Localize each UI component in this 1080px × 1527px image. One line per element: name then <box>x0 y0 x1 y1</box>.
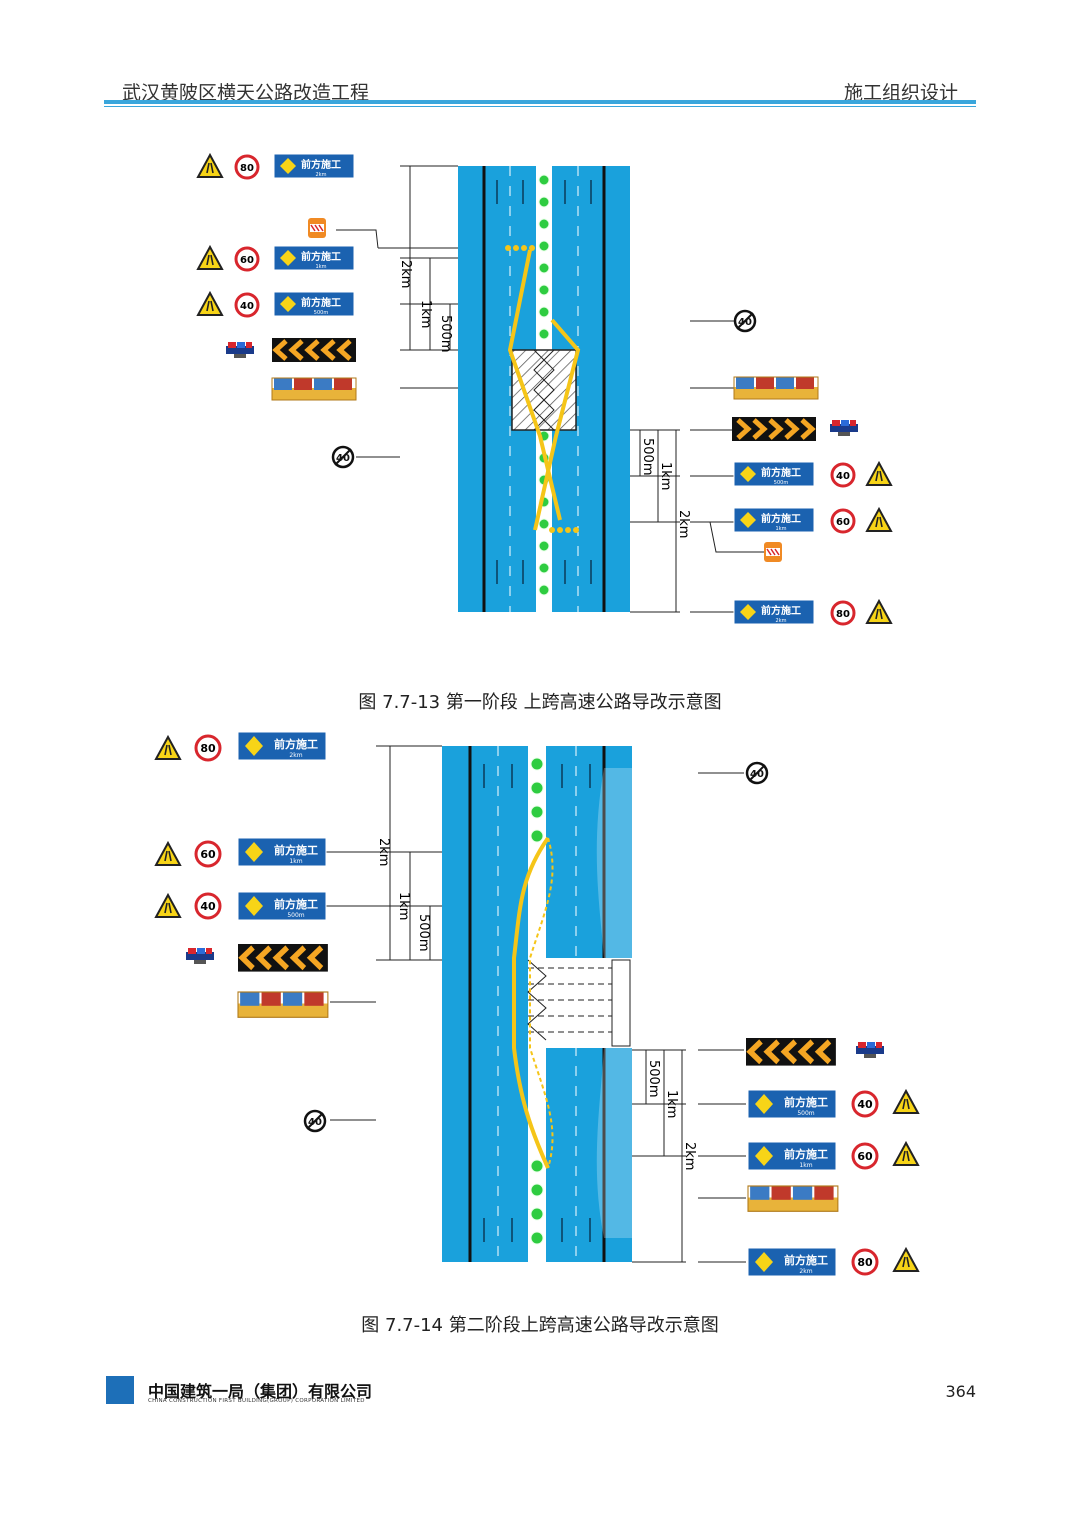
end-speed-limit-icon <box>303 1109 327 1133</box>
dim-label-2km: 2km <box>376 838 391 866</box>
ahead-sign-distance: 2km <box>316 172 327 178</box>
dim-label-2km: 2km <box>676 510 691 538</box>
cone-line-right <box>533 318 581 531</box>
ahead-sign-distance: 500m <box>314 310 329 316</box>
figure2-caption: 图 7.7-14 第二阶段上跨高速公路导改示意图 <box>361 1315 719 1336</box>
dim-label-500m: 500m <box>416 914 431 951</box>
speed-limit-60: 60 <box>857 1150 873 1163</box>
ahead-sign-distance: 2km <box>776 618 787 624</box>
speed-limit-60: 60 <box>836 517 850 528</box>
dim-label-2km: 2km <box>398 260 413 288</box>
ahead-sign-text: 前方施工 <box>761 466 801 479</box>
right-dimension-lines <box>630 320 764 613</box>
document-section-title: 施工组织设计 <box>843 82 958 104</box>
dim-label-1km: 1km <box>418 300 433 328</box>
dim-label-1km: 1km <box>396 892 411 920</box>
warning-triangle-icon <box>197 292 223 316</box>
ahead-sign-distance: 500m <box>287 912 304 919</box>
ahead-sign-text: 前方施工 <box>274 737 318 751</box>
ahead-sign-text: 前方施工 <box>784 1095 828 1109</box>
ahead-sign-distance: 2km <box>799 1268 812 1275</box>
ahead-sign-text: 前方施工 <box>301 158 341 171</box>
ahead-sign-distance: 1km <box>289 858 302 865</box>
warning-triangle-icon <box>866 508 892 532</box>
warning-triangle-icon <box>197 154 223 178</box>
flashing-light-icon <box>830 420 858 436</box>
flashing-light-icon <box>186 948 214 964</box>
warning-triangle-icon <box>155 842 181 866</box>
speed-limit-40: 40 <box>857 1098 873 1111</box>
header-rule <box>104 100 976 104</box>
traffic-drum-icon <box>763 541 783 563</box>
ahead-sign-distance: 1km <box>799 1162 812 1169</box>
dim-label-500m: 500m <box>438 315 453 352</box>
ahead-sign-500m <box>747 1089 837 1119</box>
ahead-sign-distance: 2km <box>289 752 302 759</box>
dim-label-1km: 1km <box>658 462 673 490</box>
ahead-sign-text: 前方施工 <box>301 250 341 263</box>
document-project-title: 武汉黄陂区横天公路改造工程 <box>122 82 370 104</box>
dim-label-1km: 1km <box>664 1090 679 1118</box>
ahead-sign-distance: 1km <box>776 526 787 532</box>
company-name-english: CHINA CONSTRUCTION FIRST BUILDING(GROUP)… <box>148 1398 365 1404</box>
barrier-icon <box>747 1185 839 1212</box>
chevron-left-sign <box>746 1038 836 1066</box>
company-name: 中国建筑一局（集团）有限公司 <box>148 1382 373 1401</box>
page-number: 364 <box>945 1382 976 1401</box>
barrier-icon <box>237 991 329 1018</box>
speed-limit-60: 60 <box>200 848 216 861</box>
ahead-sign-text: 前方施工 <box>301 296 341 309</box>
speed-limit-80: 80 <box>836 609 850 620</box>
figure1-diagram: 2km 1km 500m 80 前方施工 2km 60 前方施工 1km 40 … <box>197 153 892 626</box>
cone-line-left <box>507 249 562 521</box>
ahead-sign-distance: 500m <box>774 480 789 486</box>
dim-label-500m: 500m <box>646 1060 661 1097</box>
ahead-sign-text: 前方施工 <box>761 604 801 617</box>
barrier-icon <box>733 376 819 400</box>
figure1-caption: 图 7.7-13 第一阶段 上跨高速公路导改示意图 <box>358 692 722 713</box>
warning-triangle-icon <box>866 462 892 486</box>
company-logo-icon <box>106 1376 134 1404</box>
figure2-diagram: 2km 1km 500m 80 前方施工 2km 60 前方施工 1km 40 … <box>155 731 919 1277</box>
dim-label-2km: 2km <box>682 1142 697 1170</box>
ahead-sign-distance: 1km <box>316 264 327 270</box>
left-dimension-lines <box>326 745 442 1121</box>
ahead-sign-text: 前方施工 <box>274 897 318 911</box>
ahead-sign-text: 前方施工 <box>274 843 318 857</box>
chevron-right-sign <box>732 417 816 441</box>
flashing-light-icon <box>226 342 254 358</box>
end-speed-limit-icon <box>745 761 769 785</box>
dim-label-500m: 500m <box>640 438 655 475</box>
barrier-icon <box>271 377 357 401</box>
speed-limit-40: 40 <box>240 301 254 312</box>
right-dimension-lines <box>632 772 746 1263</box>
header-rule-thin <box>104 106 976 107</box>
end-speed-limit-icon <box>733 309 757 333</box>
traffic-drum-icon <box>307 217 327 239</box>
chevron-left-sign <box>272 338 356 362</box>
detour-line-left <box>512 836 550 1169</box>
speed-limit-80: 80 <box>240 163 254 174</box>
warning-triangle-icon <box>866 600 892 624</box>
ahead-sign-distance: 500m <box>797 1110 814 1117</box>
ahead-sign-text: 前方施工 <box>784 1253 828 1267</box>
end-speed-limit-icon <box>331 445 355 469</box>
warning-triangle-icon <box>197 246 223 270</box>
speed-limit-40: 40 <box>200 900 216 913</box>
flashing-light-icon <box>856 1042 884 1058</box>
speed-limit-80: 80 <box>857 1256 873 1269</box>
chevron-left-sign <box>238 944 328 972</box>
warning-triangle-icon <box>155 736 181 760</box>
warning-triangle-icon <box>893 1142 919 1166</box>
warning-triangle-icon <box>893 1090 919 1114</box>
speed-limit-60: 60 <box>240 255 254 266</box>
ahead-sign-text: 前方施工 <box>784 1147 828 1161</box>
warning-triangle-icon <box>893 1248 919 1272</box>
speed-limit-80: 80 <box>200 742 216 755</box>
speed-limit-40: 40 <box>836 471 850 482</box>
ahead-sign-text: 前方施工 <box>761 512 801 525</box>
left-dimension-lines <box>336 165 458 389</box>
median-plants <box>530 757 544 1245</box>
warning-triangle-icon <box>155 894 181 918</box>
